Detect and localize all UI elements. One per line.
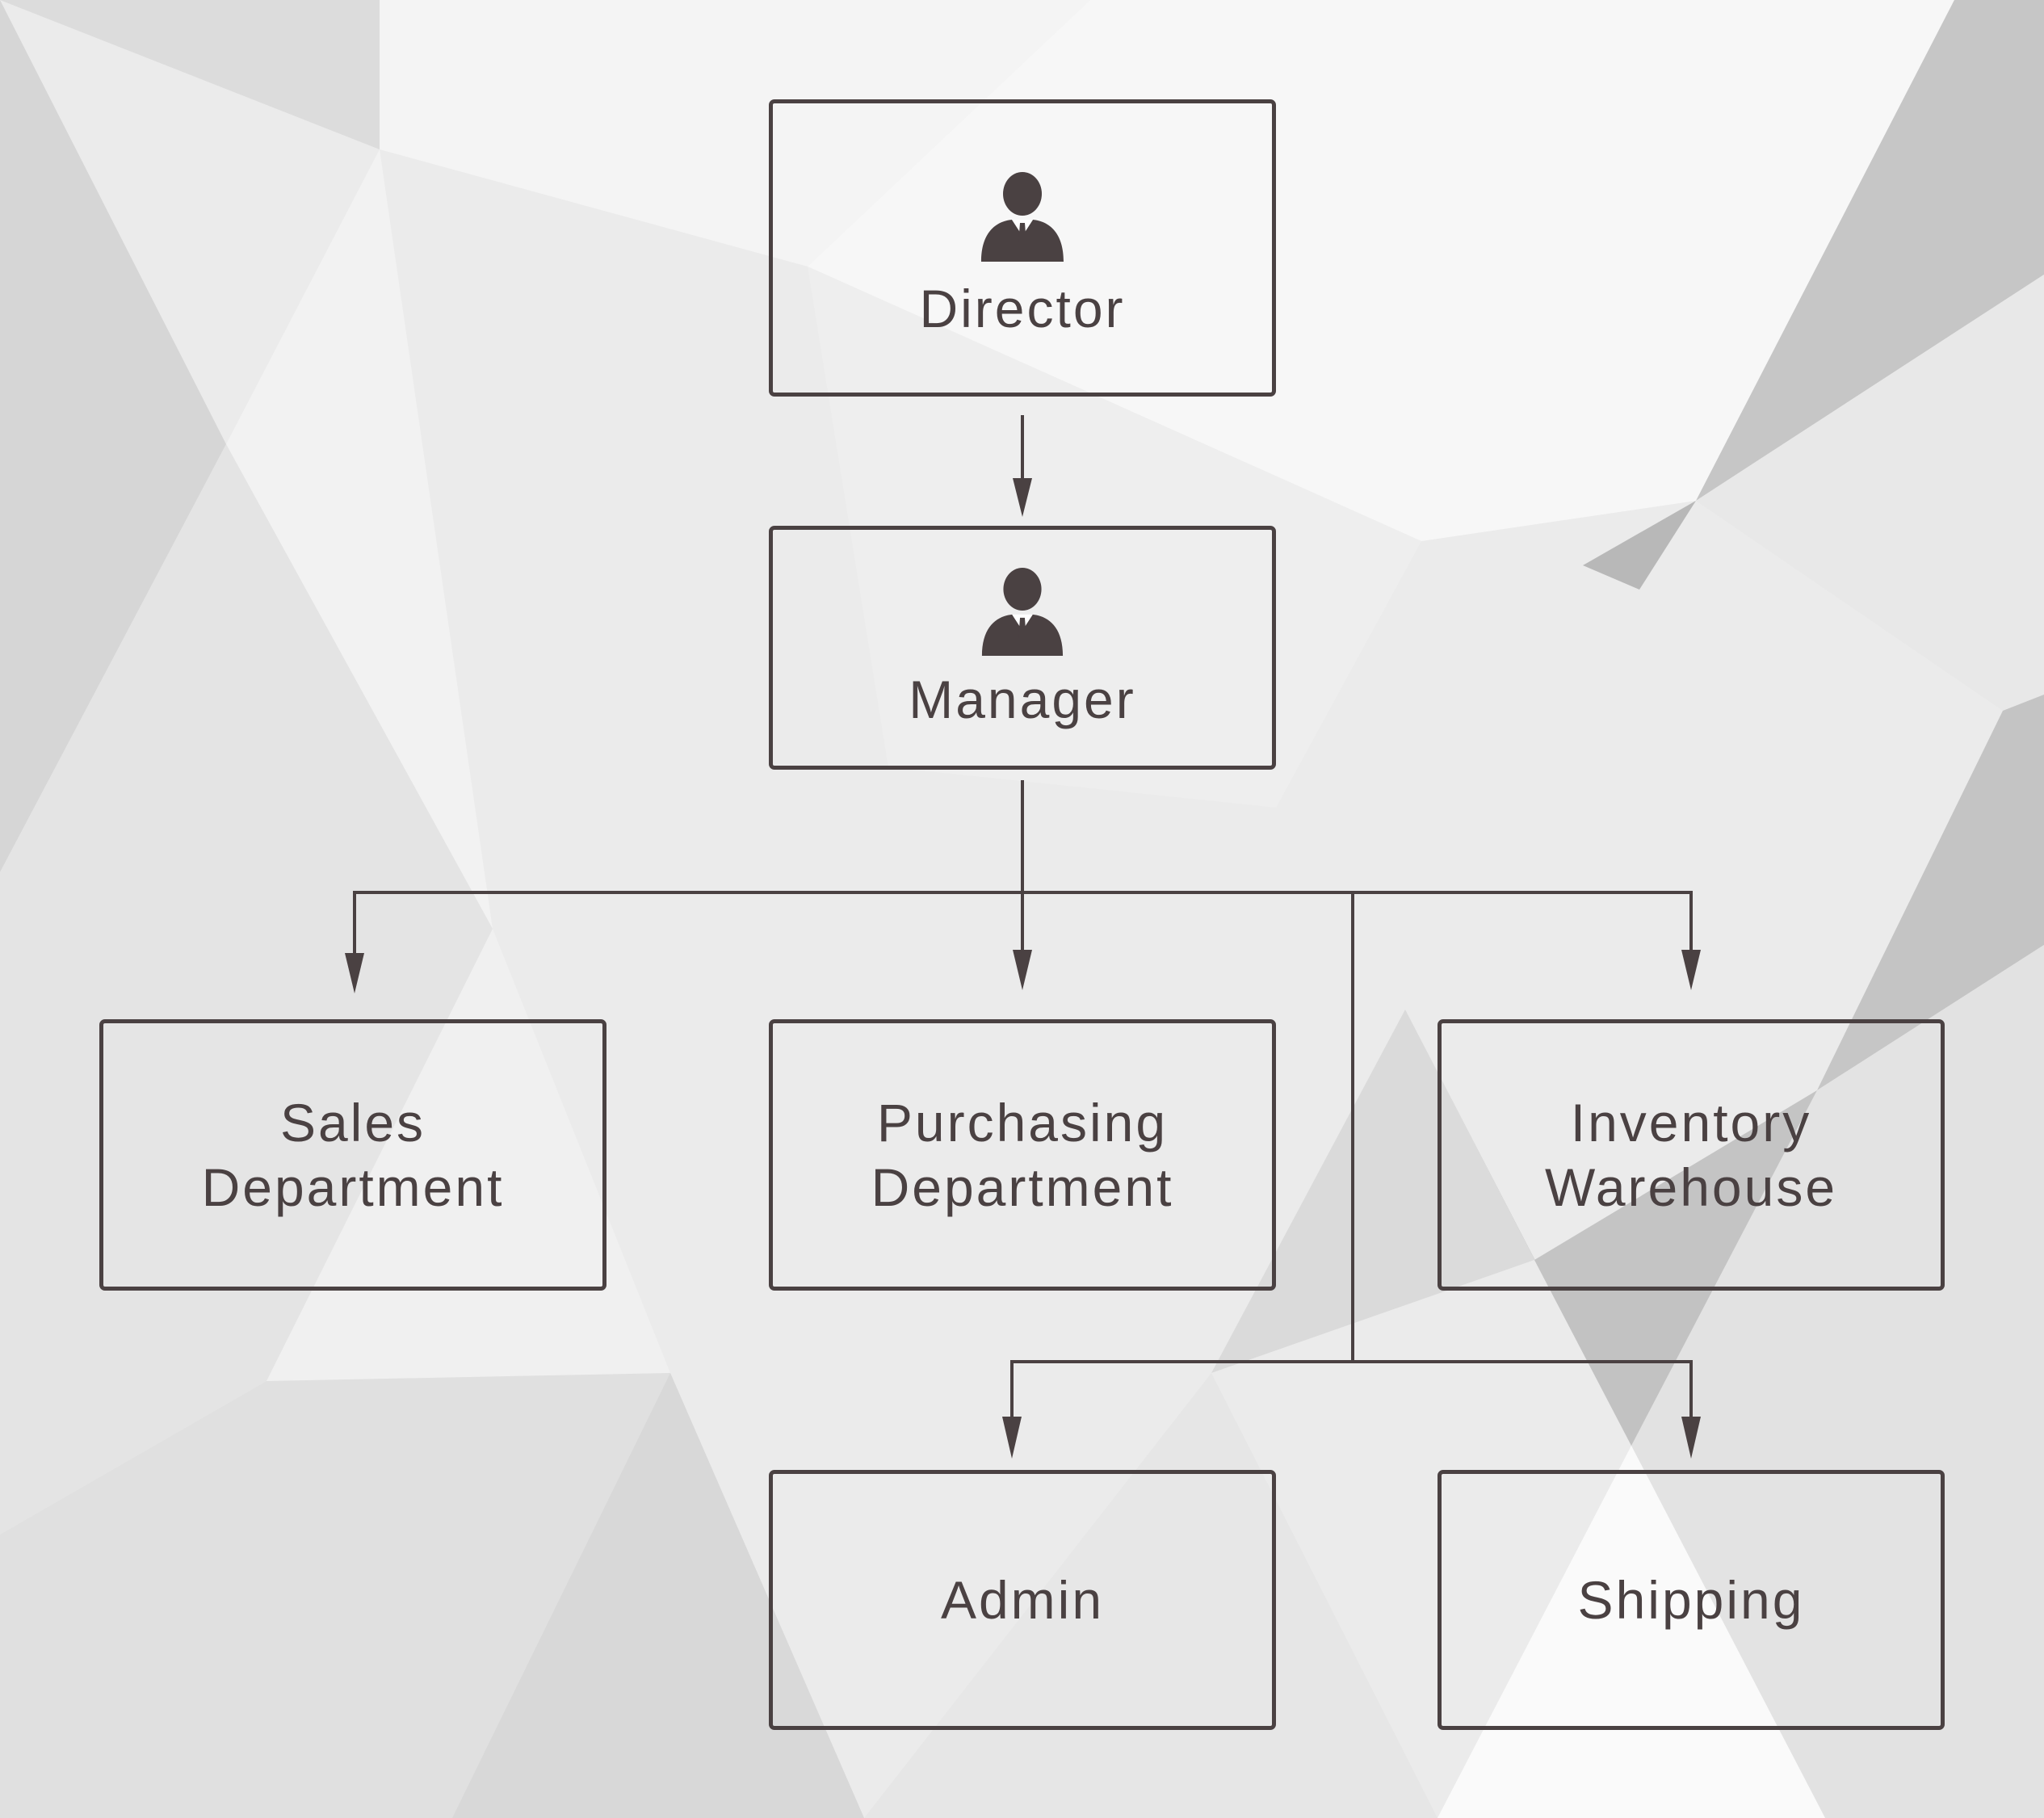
businessman-icon [981,172,1064,262]
businessman-icon [981,568,1064,656]
arrowhead-shipping [1681,1417,1701,1459]
node-director[interactable]: Director [769,99,1276,397]
arrowhead-admin [1002,1417,1022,1459]
node-manager[interactable]: Manager [769,526,1276,770]
arrowhead-sales [345,953,364,993]
node-inventory-warehouse[interactable]: Inventory Warehouse [1438,1019,1945,1291]
node-label: Admin [940,1570,1105,1630]
node-shipping[interactable]: Shipping [1438,1470,1945,1730]
arrowhead-manager [1013,478,1032,517]
node-sales-department[interactable]: Sales Department [99,1019,606,1291]
node-purchasing-department[interactable]: Purchasing Department [769,1019,1276,1291]
node-admin[interactable]: Admin [769,1470,1276,1730]
node-label: Manager [909,670,1136,729]
node-label: Director [919,279,1126,338]
node-label: Shipping [1577,1570,1805,1630]
node-label: Purchasing Department [871,1093,1174,1217]
node-label: Sales Department [201,1093,505,1217]
arrowhead-inventory [1681,950,1701,990]
arrowhead-purchasing [1013,950,1032,990]
node-label: Inventory Warehouse [1544,1093,1838,1217]
